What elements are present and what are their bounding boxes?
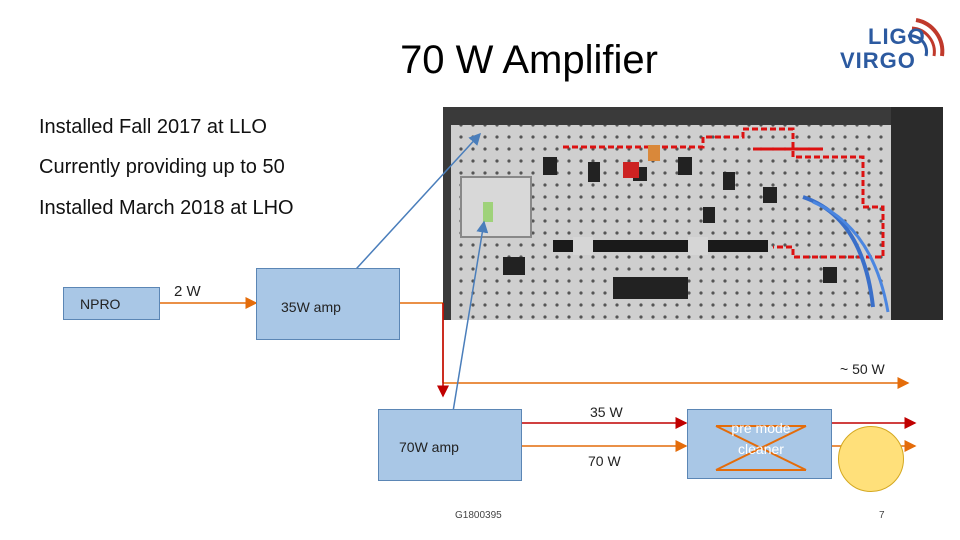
slide-title: 70 W Amplifier	[400, 38, 658, 82]
amp35-label: 35W amp	[281, 299, 341, 315]
bullet-lho: Installed March 2018 at LHO	[39, 197, 294, 219]
bullet-providing: Currently providing up to 50	[39, 156, 285, 178]
power-2w-label: 2 W	[174, 283, 201, 300]
power-35w-label: 35 W	[590, 404, 623, 420]
power-50w-label: ~ 50 W	[840, 361, 885, 377]
logo-virgo-text: VIRGO	[840, 48, 916, 73]
logo-ligo-text: LIGO	[868, 24, 926, 49]
pre-mode-cleaner-label: pre mode cleaner	[731, 420, 791, 457]
amp70-label: 70W amp	[399, 439, 459, 455]
pre-mode-cleaner-box: pre mode cleaner	[687, 409, 832, 479]
bullet-llo: Installed Fall 2017 at LLO	[39, 116, 267, 138]
target-circle	[838, 426, 904, 492]
ligo-virgo-logo: LIGO VIRGO	[838, 16, 948, 76]
power-70w-label: 70 W	[588, 453, 621, 469]
footer-document-id: G1800395	[455, 510, 502, 521]
optical-table-photo	[443, 107, 943, 320]
logo-arcs-icon	[907, 18, 945, 57]
optical-table-illustration	[443, 107, 943, 320]
amp35-box: 35W amp	[256, 268, 400, 340]
npro-label: NPRO	[80, 296, 121, 312]
pointer-amp70-to-photo	[449, 220, 489, 431]
npro-box: NPRO	[63, 287, 160, 320]
page-number: 7	[879, 510, 885, 521]
amp70-box: 70W amp	[378, 409, 522, 481]
crossed-out-icon	[715, 425, 807, 471]
pointer-amp35-to-photo	[334, 132, 482, 293]
